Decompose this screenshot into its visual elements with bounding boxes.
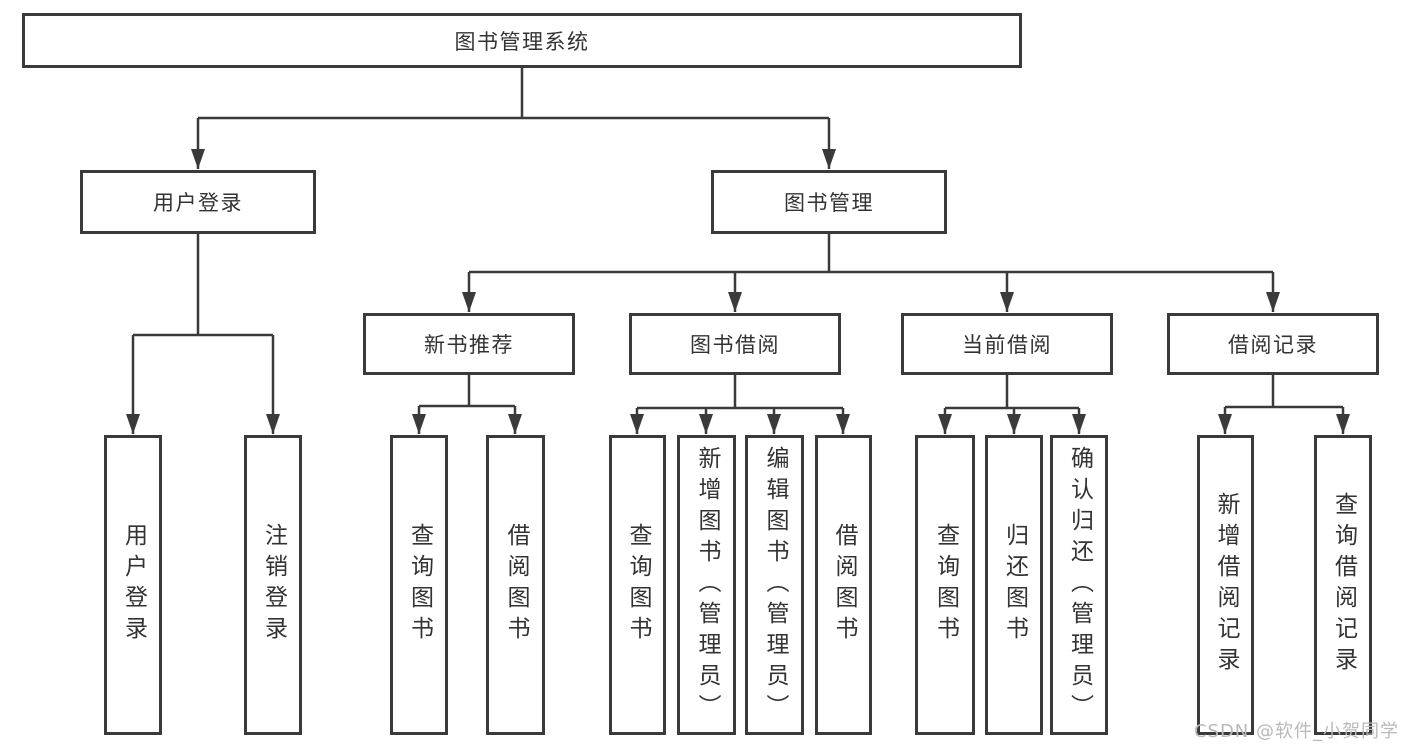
node-label: 图书管理系统 (454, 29, 590, 54)
node-label: 借阅图书 (503, 523, 529, 647)
watermark: CSDN @软件_小贺同学 (1193, 721, 1399, 742)
node-book-management: 图书管理 (711, 170, 947, 234)
leaf-user-login: 用户登录 (104, 435, 162, 735)
node-label: 新增借阅记录 (1213, 492, 1239, 678)
leaf-query-books-recommend: 查询图书 (390, 435, 448, 735)
node-label: 查询图书 (406, 523, 433, 647)
node-label: 新书推荐 (424, 333, 514, 357)
node-label: 查询图书 (932, 523, 959, 647)
node-user-login-branch: 用户登录 (80, 170, 316, 234)
node-label: 查询借阅记录 (1330, 492, 1357, 678)
node-label: 用户登录 (153, 191, 243, 215)
leaf-confirm-return-admin: 确认归还（管理员） (1050, 435, 1108, 735)
leaf-borrow-books-borrowing: 借阅图书 (815, 435, 872, 735)
node-label: 当前借阅 (962, 333, 1052, 357)
leaf-add-borrow-record: 新增借阅记录 (1197, 435, 1254, 735)
node-label: 新增图书（管理员） (694, 445, 720, 725)
node-label: 图书借阅 (690, 333, 780, 357)
leaf-borrow-books-recommend: 借阅图书 (486, 435, 545, 735)
node-label: 注销登录 (260, 523, 287, 647)
node-book-borrowing: 图书借阅 (629, 313, 841, 375)
leaf-logout: 注销登录 (244, 435, 302, 735)
node-label: 图书管理 (784, 191, 874, 215)
node-label: 确认归还（管理员） (1066, 445, 1093, 725)
leaf-return-books: 归还图书 (985, 435, 1043, 735)
node-label: 借阅图书 (831, 523, 857, 647)
node-borrowing-records: 借阅记录 (1167, 313, 1379, 375)
node-label: 借阅记录 (1228, 333, 1318, 357)
node-new-book-recommendation: 新书推荐 (363, 313, 575, 375)
node-label: 编辑图书（管理员） (762, 445, 788, 725)
leaf-add-books-admin: 新增图书（管理员） (677, 435, 736, 735)
leaf-query-books-borrowing: 查询图书 (609, 435, 666, 735)
node-current-borrowing: 当前借阅 (901, 313, 1113, 375)
leaf-edit-books-admin: 编辑图书（管理员） (745, 435, 804, 735)
leaf-query-books-current: 查询图书 (915, 435, 975, 735)
node-root: 图书管理系统 (22, 13, 1022, 68)
leaf-query-borrow-record: 查询借阅记录 (1314, 435, 1372, 735)
node-label: 查询图书 (625, 523, 651, 647)
node-label: 用户登录 (120, 523, 147, 647)
node-label: 归还图书 (1001, 523, 1028, 647)
